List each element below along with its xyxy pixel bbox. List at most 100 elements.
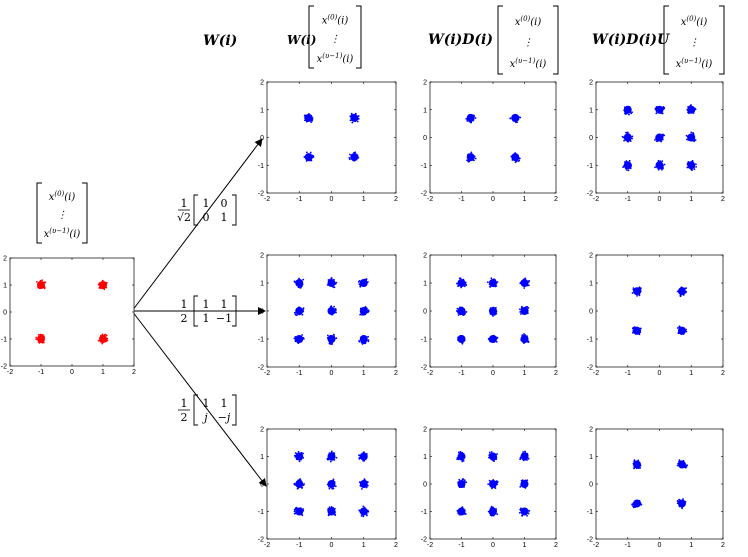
data-point-noise (458, 513, 461, 516)
data-point-noise (333, 452, 336, 455)
data-point-noise (295, 283, 298, 286)
data-point-noise (657, 159, 660, 162)
data-point-noise (304, 155, 307, 158)
data-point-cluster (686, 160, 697, 172)
data-point-noise (659, 160, 662, 163)
data-point-noise (332, 487, 335, 490)
data-point-noise (457, 458, 460, 461)
data-point-noise (302, 336, 305, 339)
y-tick-label: -1 (587, 337, 593, 344)
data-point (623, 133, 632, 142)
data-point-noise (627, 169, 630, 172)
data-point-noise (489, 307, 492, 310)
data-point-noise (626, 140, 629, 143)
y-tick-label: 0 (260, 482, 264, 489)
data-point-noise (298, 306, 301, 309)
data-point-noise (330, 506, 333, 508)
matrix-bracket-right (232, 295, 237, 327)
data-point-noise (350, 154, 353, 157)
data-point-noise (678, 461, 681, 463)
y-tick-label: -1 (421, 337, 427, 344)
matrix-coef-den: 2 (181, 312, 188, 325)
data-point-noise (462, 453, 465, 455)
data-point-noise (526, 284, 529, 287)
y-tick-label: 2 (589, 427, 593, 434)
data-point-noise (361, 343, 364, 345)
data-point-noise (628, 111, 631, 114)
data-point-noise (523, 287, 526, 289)
data-point-noise (363, 278, 366, 281)
data-point-noise (623, 109, 626, 112)
data-point-noise (629, 167, 632, 170)
x-tick-label: -1 (458, 370, 464, 377)
data-point-noise (326, 336, 329, 339)
data-point-noise (488, 453, 491, 456)
data-point-noise (494, 486, 496, 489)
y-tick-label: -2 (587, 191, 593, 198)
x-tick-label: 1 (101, 369, 105, 376)
data-point-noise (104, 333, 107, 336)
data-point-noise (683, 327, 686, 330)
data-point-cluster (631, 499, 643, 509)
header-w: W(i) (203, 33, 237, 49)
data-point-noise (523, 333, 525, 335)
y-tick-label: 1 (423, 281, 427, 288)
data-point-noise (353, 159, 356, 162)
data-point-noise (681, 326, 684, 329)
data-point-noise (467, 159, 470, 162)
data-point-noise (694, 108, 697, 111)
y-tick-label: 2 (260, 80, 264, 87)
data-point-noise (471, 153, 473, 156)
x-tick-label: 0 (491, 370, 495, 377)
data-point-noise (361, 513, 364, 516)
y-tick-label: -1 (587, 163, 593, 170)
data-point-noise (678, 498, 681, 501)
vector-dots: ⋮ (330, 34, 340, 45)
data-point-noise (456, 310, 459, 313)
data-point-cluster (654, 105, 666, 115)
data-point-noise (470, 151, 473, 154)
data-point-noise (350, 112, 353, 115)
x-tick-label: 0 (491, 196, 495, 203)
data-point-noise (333, 283, 336, 285)
data-point-noise (332, 506, 334, 509)
data-point-cluster (519, 450, 530, 462)
data-point-cluster (455, 306, 468, 317)
data-point-noise (632, 462, 635, 465)
data-point-noise (628, 113, 630, 116)
data-point-noise (465, 311, 468, 313)
plot-frame (595, 254, 724, 368)
data-point-noise (680, 333, 683, 336)
data-point-noise (363, 479, 366, 482)
data-point-noise (527, 284, 530, 287)
y-tick-label: 1 (589, 281, 593, 288)
data-point-noise (361, 452, 364, 455)
data-point-noise (638, 327, 641, 330)
data-point-noise (301, 509, 304, 512)
data-point-noise (661, 138, 664, 141)
data-point-cluster (457, 478, 468, 489)
data-point-noise (461, 460, 464, 463)
data-point-noise (101, 342, 104, 345)
y-tick-label: 1 (589, 454, 593, 461)
data-point-noise (678, 505, 681, 508)
data-point-noise (463, 339, 466, 342)
plot-frame (9, 257, 135, 367)
data-point-noise (638, 294, 641, 296)
vector-bottom-entry: x(υ−1)(i) (510, 57, 547, 70)
plot-frame (429, 81, 557, 194)
data-point-cluster (631, 326, 642, 336)
data-point-noise (520, 283, 523, 286)
data-point-noise (311, 157, 313, 159)
x-tick-label: 1 (689, 370, 693, 377)
data-point-noise (656, 140, 659, 142)
data-point-noise (300, 285, 303, 287)
data-point-noise (100, 281, 103, 284)
y-tick-label: -1 (421, 163, 427, 170)
data-point-noise (465, 283, 468, 286)
x-tick-label: -2 (427, 370, 433, 377)
data-point-noise (359, 484, 362, 487)
data-point-cluster (466, 151, 477, 163)
